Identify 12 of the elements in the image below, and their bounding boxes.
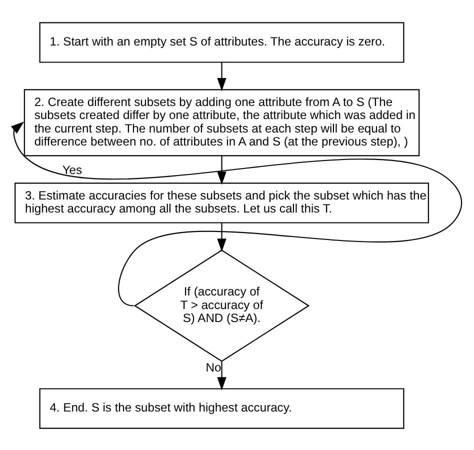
node-box: 2. Create different subsets by adding one attribute from A to S (The subsets created differ by one attribute, the attribute which was added in the current step. The number of subsets at each step will be equal to difference between no. of attributes in A and S (at the previous step), ): [23, 88, 420, 156]
arrow: [216, 361, 226, 390]
node-diamond: If (accuracy of T > accuracy of S) AND (S≠A).: [133, 249, 310, 362]
node-box: 3. Estimate accuracies for these subsets and pick the subset which has the highest accuracy among all the subsets. Let us call this T.: [14, 182, 428, 223]
arrow: [216, 222, 226, 252]
arrow: [10, 121, 462, 306]
edge-label: No: [205, 360, 221, 374]
edge-label: Yes: [62, 162, 82, 177]
node-box: 1. Start with an empty set S of attributes. The accuracy is zero.: [38, 22, 404, 62]
node-box: 4. End. S is the subset with highest accuracy.: [38, 388, 404, 428]
arrow: [216, 62, 226, 91]
arrow: [216, 156, 226, 184]
